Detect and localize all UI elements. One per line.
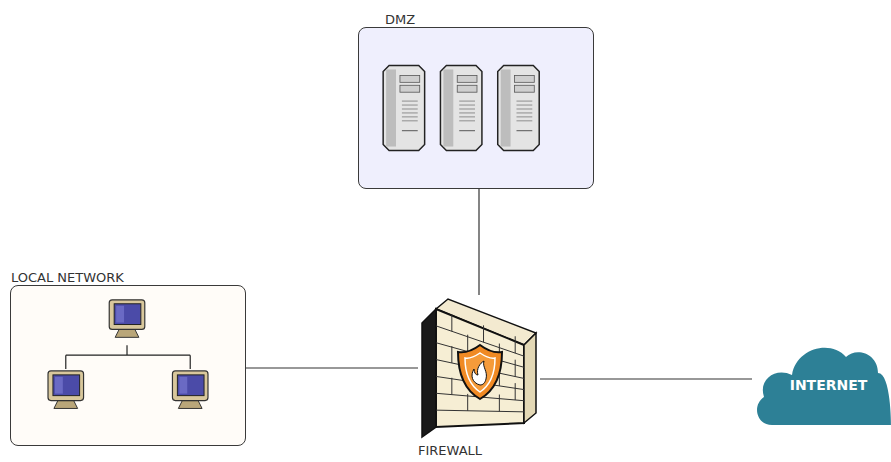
computers-illustration <box>11 286 245 445</box>
servers-illustration <box>359 28 593 188</box>
zone-label: DMZ <box>385 12 415 27</box>
firewall-illustration <box>418 295 540 441</box>
network-link <box>540 378 752 379</box>
computer-icon <box>48 371 84 409</box>
server-icon <box>440 66 481 151</box>
firewall-node: FIREWALL <box>418 295 540 441</box>
firewall-label: FIREWALL <box>418 443 482 458</box>
network-box: LOCAL NETWORK <box>10 285 246 446</box>
computer-icon <box>172 371 208 409</box>
server-icon <box>498 66 539 151</box>
cloud-label: INTERNET <box>766 377 891 393</box>
internet-cloud: INTERNET <box>752 333 891 425</box>
zone-label: LOCAL NETWORK <box>11 270 124 285</box>
lan-wiring <box>66 345 190 369</box>
computer-icon <box>109 300 145 338</box>
zone-box: DMZ <box>358 27 594 189</box>
network-link <box>478 189 479 295</box>
cloud-outline <box>757 348 891 425</box>
firewall-icon <box>422 299 536 437</box>
server-icon <box>383 66 424 151</box>
network-link <box>246 367 418 368</box>
